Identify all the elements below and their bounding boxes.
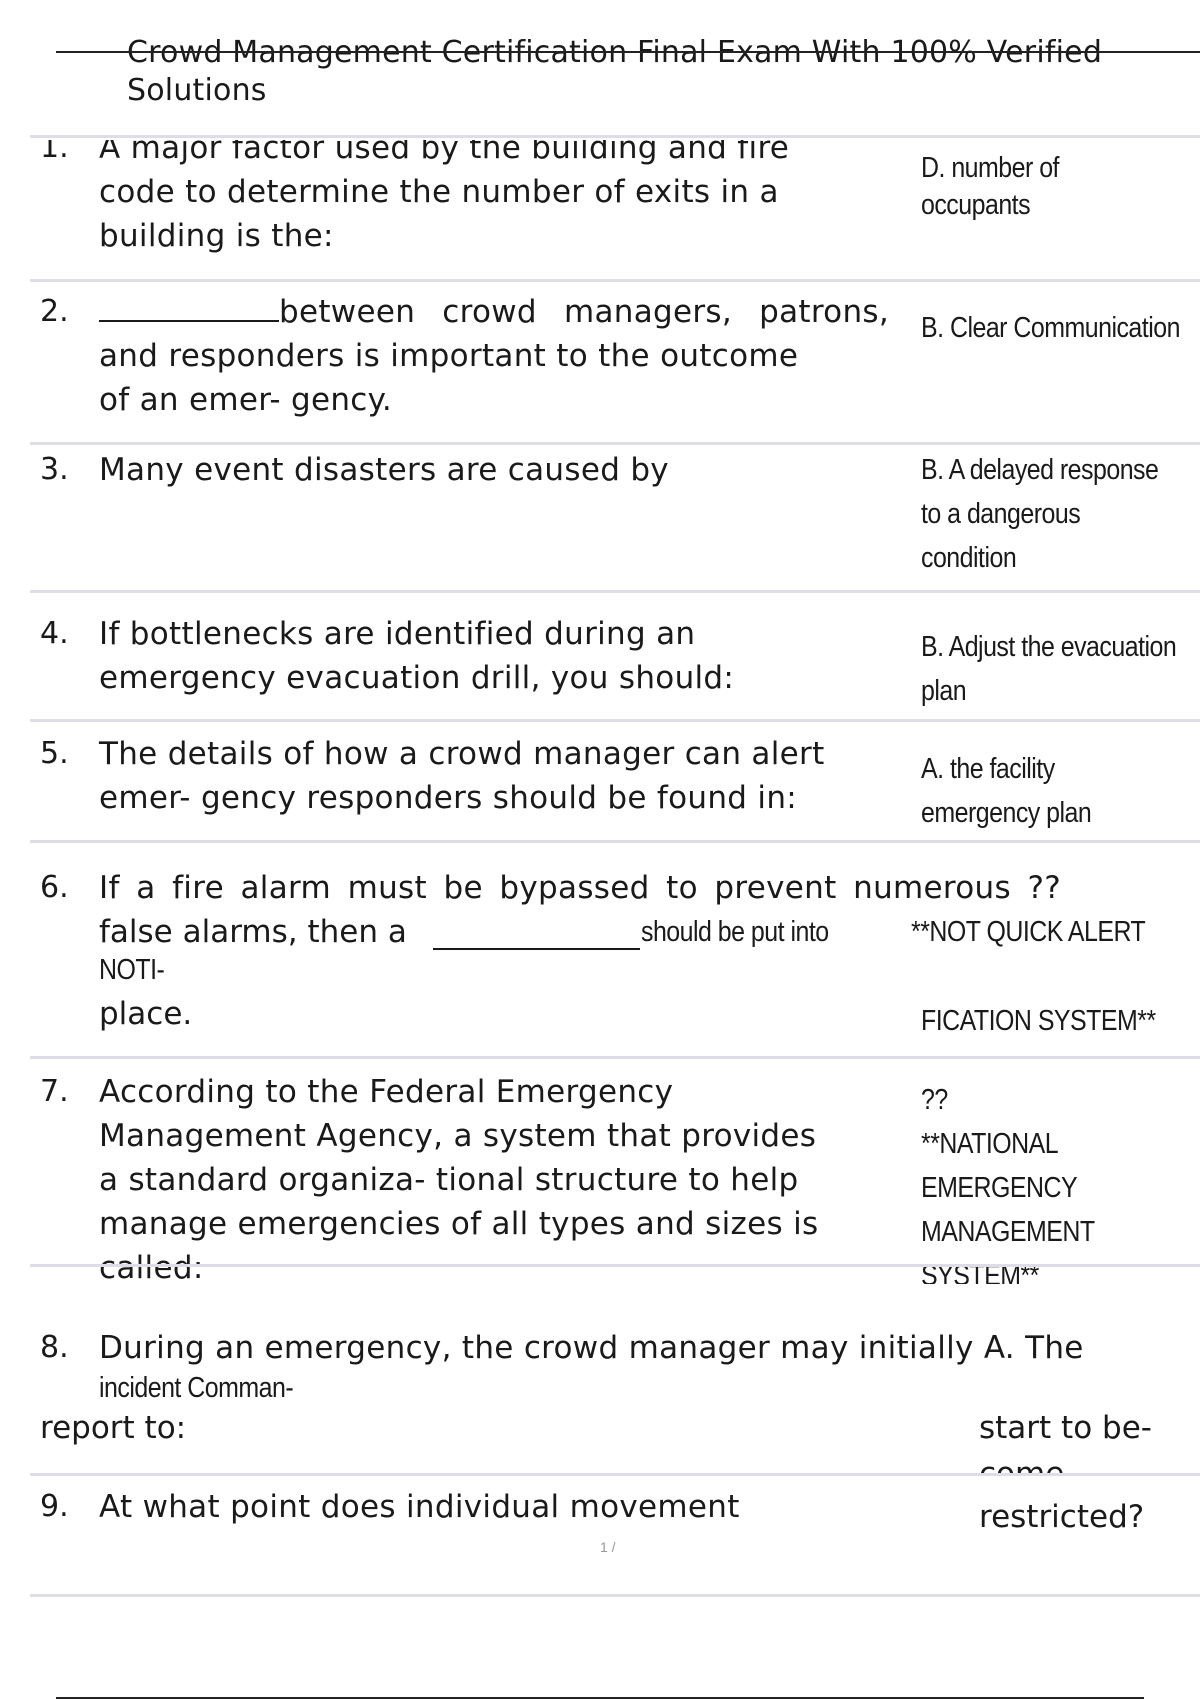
fill-in-blank bbox=[99, 290, 279, 322]
page-number: 1 / bbox=[600, 1539, 616, 1555]
question-text-line: report to: bbox=[40, 1410, 187, 1446]
row-divider bbox=[30, 1473, 1200, 1476]
document-title-line-2: Solutions bbox=[127, 73, 267, 108]
answer-text: B. A delayed response to a dangerous con… bbox=[921, 454, 1159, 574]
row-divider bbox=[30, 135, 1200, 138]
footer-line bbox=[56, 1697, 1144, 1699]
answer-text: start to be- bbox=[979, 1410, 1152, 1446]
answer-text: **NOT QUICK ALERT bbox=[911, 916, 1146, 948]
answer-text: D. number of occupants bbox=[921, 152, 1059, 221]
row-divider bbox=[30, 279, 1200, 282]
question-1-row: 1. A major factor used by the building a… bbox=[0, 140, 1200, 276]
question-number: 7. bbox=[40, 1074, 69, 1109]
question-text: Many event disasters are caused by bbox=[99, 452, 669, 488]
question-text: A major factor used by the building and … bbox=[99, 140, 790, 254]
title-strikethrough-line bbox=[56, 51, 1200, 53]
answer-text: ?? **NATIONAL EMERGENCY MANAGEMENT SYSTE… bbox=[921, 1084, 1095, 1284]
question-text-line: At what point does individual movement bbox=[99, 1489, 740, 1525]
question-text: If a fire alarm must be bypassed to prev… bbox=[99, 870, 1061, 906]
answer-text-continued: NOTI- bbox=[99, 954, 165, 986]
question-number: 5. bbox=[40, 736, 69, 771]
question-number: 1. bbox=[40, 140, 69, 165]
question-text: If bottlenecks are identified during an … bbox=[99, 616, 735, 696]
question-number: 2. bbox=[40, 294, 69, 329]
answer-text: restricted? bbox=[979, 1499, 1145, 1535]
question-text: According to the Federal Emergency Manag… bbox=[99, 1074, 819, 1284]
row-divider bbox=[30, 719, 1200, 722]
question-number: 9. bbox=[40, 1489, 69, 1524]
question-text-line: During an emergency, the crowd manager m… bbox=[99, 1330, 1084, 1366]
question-text: between crowd managers, patrons, and res… bbox=[99, 290, 889, 422]
row-divider bbox=[30, 442, 1200, 445]
row-divider bbox=[30, 840, 1200, 843]
answer-text-continued: FICATION SYSTEM** bbox=[921, 1005, 1156, 1037]
question-text: The details of how a crowd manager can a… bbox=[99, 736, 825, 816]
answer-text-clip: ?? **NATIONAL EMERGENCY MANAGEMENT SYSTE… bbox=[905, 1078, 1195, 1284]
row-divider bbox=[30, 590, 1200, 593]
answer-text: B. Adjust the evacuation plan bbox=[921, 631, 1177, 707]
question-text-line: false alarms, then a bbox=[99, 914, 407, 950]
answer-text-continued: come bbox=[979, 1458, 1064, 1474]
row-divider bbox=[30, 1056, 1200, 1059]
question-number: 3. bbox=[40, 452, 69, 487]
row-divider bbox=[30, 1264, 1200, 1267]
question-number: 6. bbox=[40, 870, 69, 905]
question-text-line: place. bbox=[99, 996, 193, 1032]
document-title-continued: Solutions bbox=[127, 72, 267, 110]
answer-text: A. the facility emergency plan bbox=[921, 753, 1092, 829]
row-divider bbox=[30, 1594, 1200, 1597]
document-title: Crowd Management Certification Final Exa… bbox=[127, 34, 1102, 72]
question-number: 4. bbox=[40, 616, 69, 651]
question-text-line: should be put into bbox=[641, 916, 829, 948]
question-text-line: incident Comman- bbox=[99, 1372, 294, 1404]
question-number: 8. bbox=[40, 1330, 69, 1365]
answer-text-clip: come bbox=[979, 1458, 1099, 1474]
fill-in-blank bbox=[433, 918, 640, 950]
answer-text: B. Clear Communication bbox=[921, 312, 1180, 344]
